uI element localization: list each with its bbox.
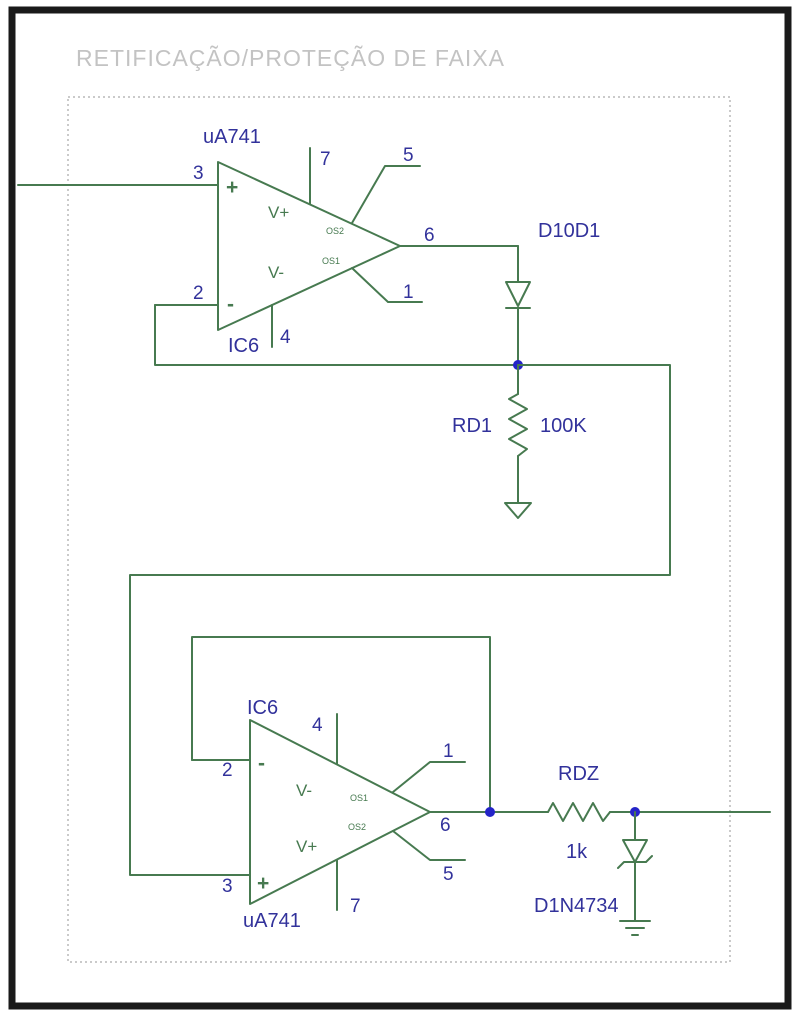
opamp1-pin5-label: 5 (403, 145, 414, 166)
opamp2-pin7-label: 7 (350, 896, 361, 917)
opamp1: uA741 3 2 + - V+ V- OS2 OS1 7 5 6 1 4 IC… (17, 126, 519, 366)
ground1-symbol (504, 502, 532, 519)
opamp2-vminus-label: V- (296, 781, 312, 800)
opamp1-pin3-label: 3 (193, 163, 204, 184)
opamp1-ref-label: IC6 (228, 335, 259, 357)
opamp1-pin4-label: 4 (280, 327, 291, 348)
schematic-dotted-frame (67, 96, 731, 963)
opamp1-vplus-label: V+ (268, 203, 289, 222)
junction-node2 (485, 807, 495, 817)
opamp2-os1-label: OS1 (350, 793, 368, 803)
opamp1-vminus-label: V- (268, 263, 284, 282)
diode-triangle (505, 281, 531, 307)
opamp1-os1-label: OS1 (322, 256, 340, 266)
opamp1-part-label: uA741 (203, 126, 261, 148)
page-border (8, 6, 792, 1010)
wire-stage-link (129, 364, 671, 876)
wire-opamp2-pin1 (392, 761, 466, 793)
rd1-ref-label: RD1 (452, 415, 492, 437)
opamp2-minus-sign: - (258, 752, 265, 775)
wire-opamp2-pin5 (392, 830, 466, 861)
opamp1-os2-label: OS2 (326, 226, 344, 236)
schematic-title: RETIFICAÇÃO/PROTEÇÃO DE FAIXA (76, 45, 505, 71)
diode-ref-label: D10D1 (538, 220, 600, 242)
opamp2-pin3-label: 3 (222, 876, 233, 897)
opamp2-part-label: uA741 (243, 910, 301, 932)
opamp2-pin2-label: 2 (222, 760, 233, 781)
wire-opamp2-feedback (191, 636, 491, 813)
opamp1-minus-sign: - (227, 293, 234, 316)
opamp2-plus-sign: + (257, 872, 269, 895)
opamp1-plus-sign: + (226, 176, 238, 199)
opamp2-pin1-label: 1 (443, 741, 454, 762)
opamp2-pin6-label: 6 (440, 815, 451, 836)
resistor-rdz: RDZ 1k (547, 763, 771, 863)
opamp2: IC6 2 3 - + V- V+ OS1 OS2 4 1 6 5 7 uA74… (191, 636, 549, 932)
opamp2-pin5-label: 5 (443, 864, 454, 885)
opamp2-triangle (249, 719, 431, 905)
wire-opamp1-pin5 (351, 165, 421, 224)
opamp1-pin2-label: 2 (193, 283, 204, 304)
resistor-rd1: RD1 100K (452, 364, 587, 519)
diode-d1: D10D1 (505, 220, 600, 366)
rd1-value-label: 100K (540, 415, 587, 437)
zener-diode: D1N4734 (534, 811, 653, 936)
opamp1-pin1-label: 1 (403, 282, 414, 303)
wire-opamp1-feedback (154, 304, 515, 366)
rdz-ref-label: RDZ (558, 763, 599, 785)
opamp2-vplus-label: V+ (296, 837, 317, 856)
opamp2-pin4-label: 4 (312, 715, 323, 736)
rd1-zigzag (508, 393, 528, 457)
rdz-value-label: 1k (566, 841, 588, 863)
wire-opamp1-pin1 (351, 267, 423, 303)
rdz-zigzag (547, 802, 611, 822)
opamp1-pin6-label: 6 (424, 225, 435, 246)
opamp2-ref-label: IC6 (247, 697, 278, 719)
opamp2-os2-label: OS2 (348, 822, 366, 832)
zener-ref-label: D1N4734 (534, 895, 619, 917)
opamp1-pin7-label: 7 (320, 149, 331, 170)
zener-triangle (622, 839, 648, 863)
